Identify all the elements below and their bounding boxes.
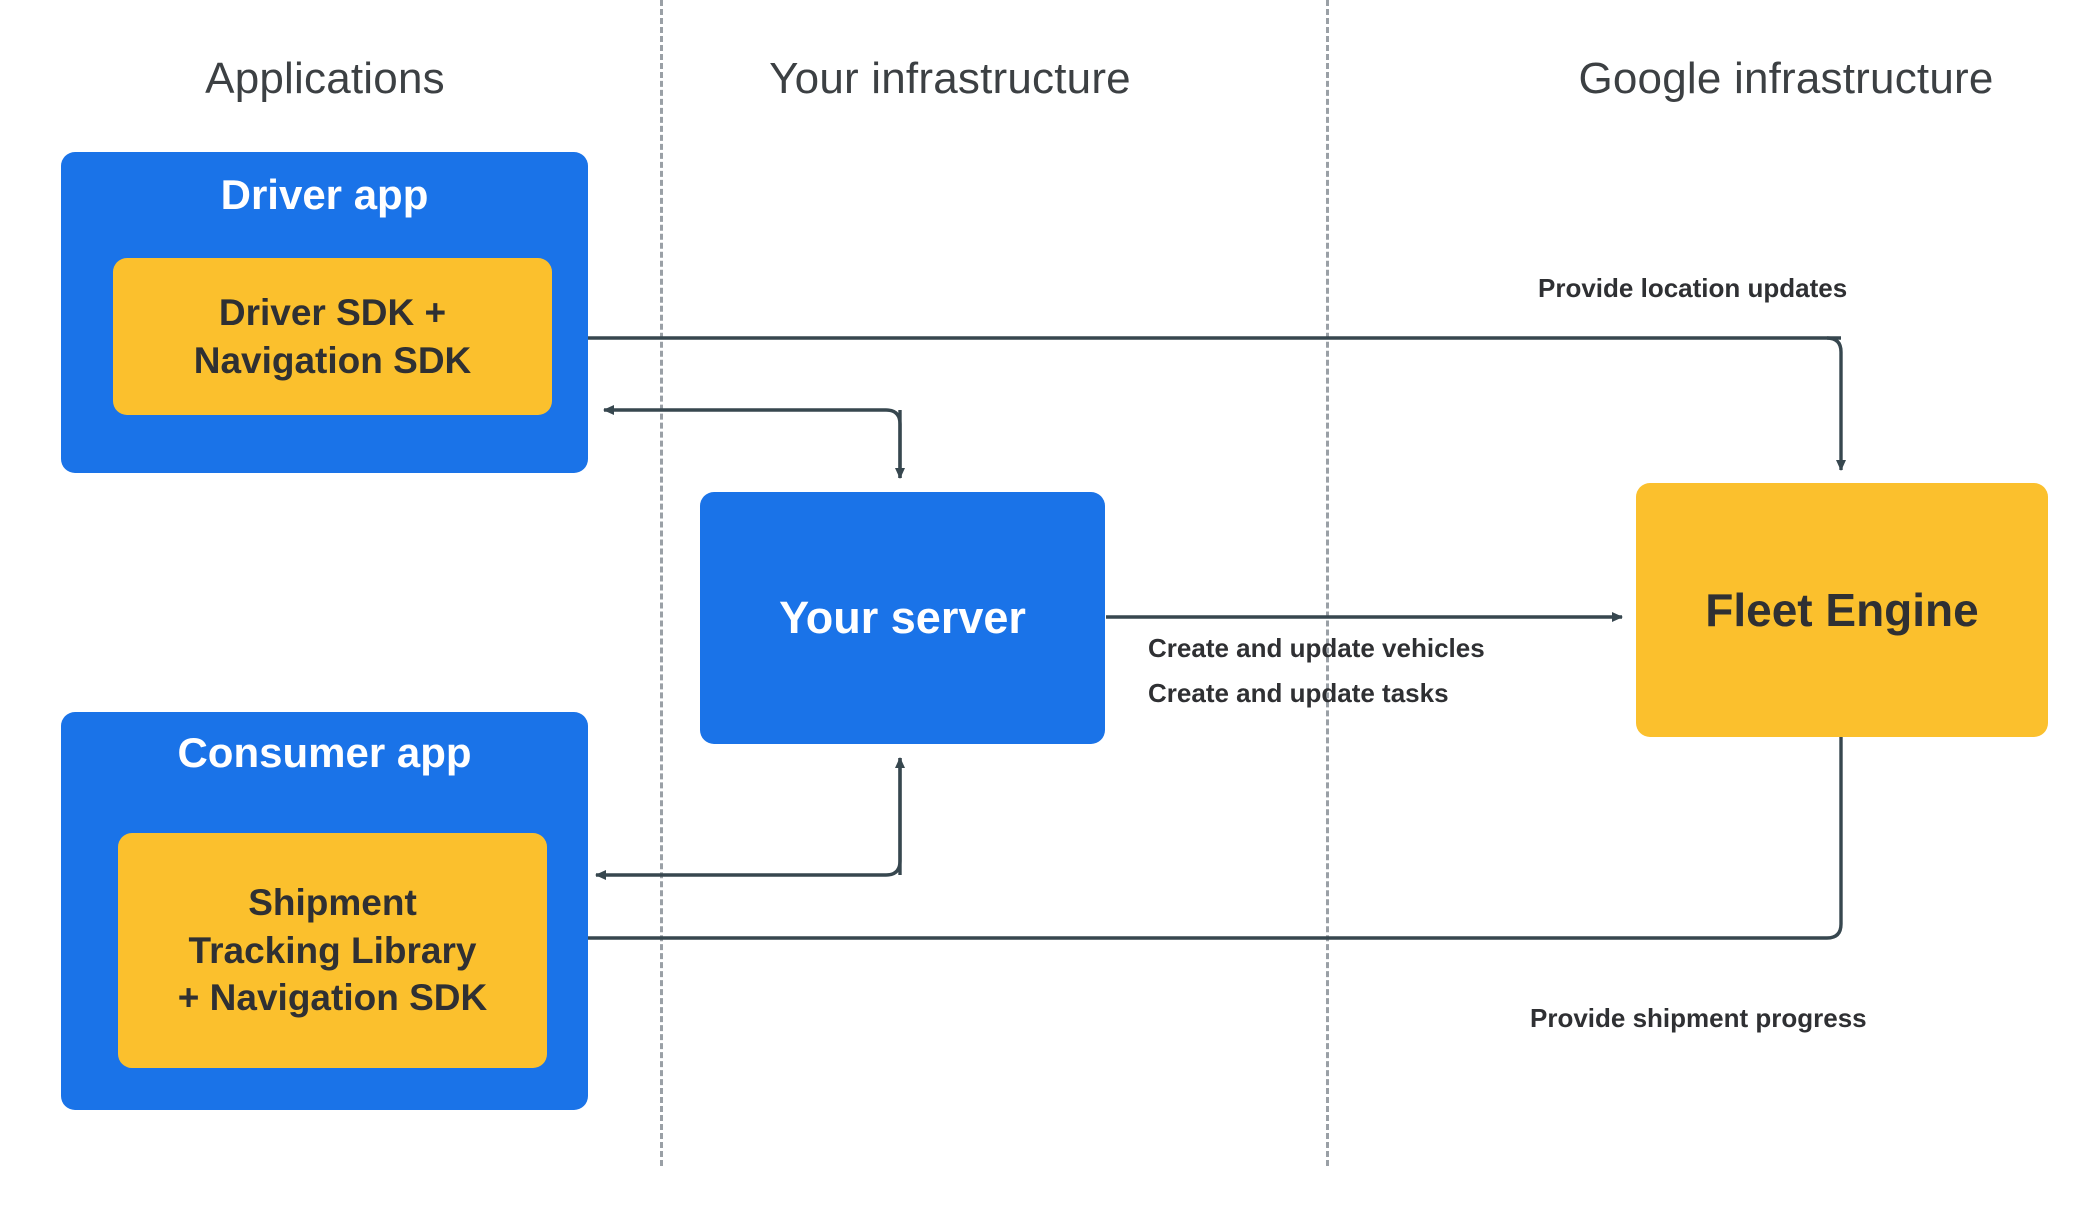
divider-infrastructure-google (1326, 0, 1329, 1166)
fleet-engine-title: Fleet Engine (1705, 584, 1979, 636)
column-header-applications: Applications (205, 54, 445, 103)
driver-sdk-label: Driver SDK + Navigation SDK (193, 292, 472, 381)
divider-applications-infrastructure (660, 0, 663, 1166)
node-fleet-engine[interactable]: Fleet Engine (1636, 483, 2048, 737)
edge-label-shipment-progress: Provide shipment progress (1530, 1003, 1867, 1033)
consumer-app-title: Consumer app (177, 729, 472, 776)
edge-label-location-updates: Provide location updates (1538, 273, 1848, 303)
wire-rail-to-fleet-top (1826, 336, 1846, 471)
wire-server-to-consumer-sdk (595, 758, 902, 880)
driver-app-title: Driver app (220, 171, 429, 218)
node-your-server[interactable]: Your server (700, 492, 1105, 744)
column-header-your-infrastructure: Your infrastructure (769, 54, 1131, 103)
consumer-sdk-label: Shipment Tracking Library + Navigation S… (177, 882, 488, 1019)
edge-label-create-vehicles: Create and update vehicles (1148, 633, 1485, 663)
your-server-title: Your server (779, 592, 1026, 643)
edge-label-create-tasks: Create and update tasks (1148, 678, 1449, 708)
node-consumer-sdk[interactable]: Shipment Tracking Library + Navigation S… (118, 833, 547, 1068)
node-driver-sdk[interactable]: Driver SDK + Navigation SDK (113, 258, 552, 415)
wire-server-to-driver-app (603, 405, 902, 478)
column-header-google-infrastructure: Google infrastructure (1578, 54, 1994, 103)
wire-fleet-to-consumer-sdk (567, 737, 1843, 943)
